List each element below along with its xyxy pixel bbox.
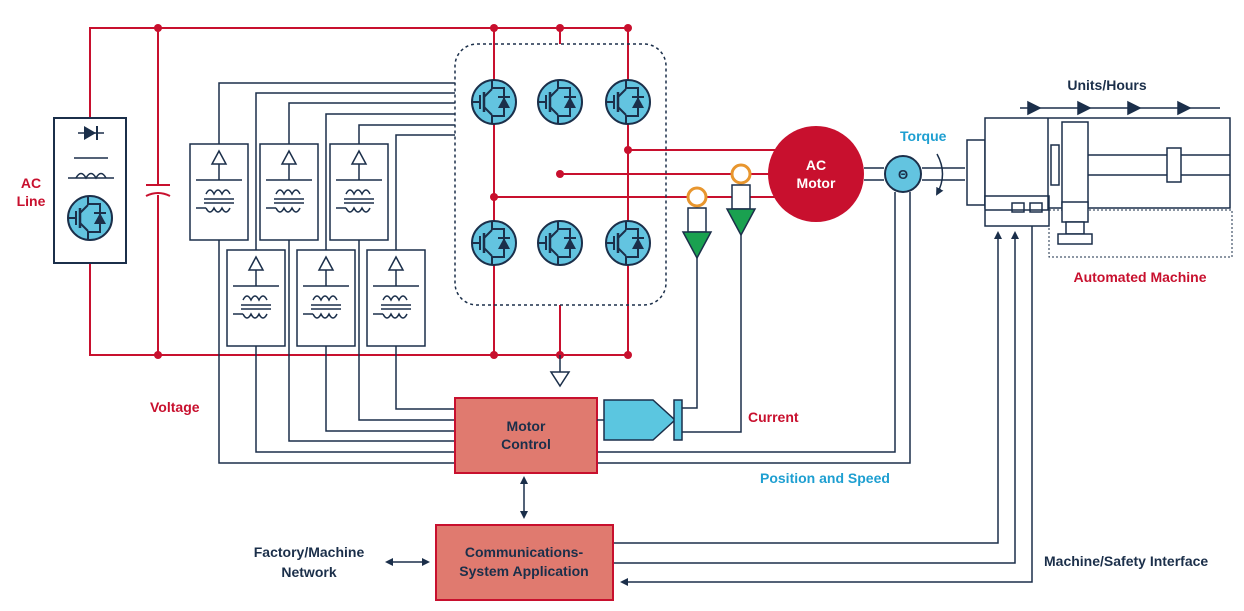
factory-network-label-1: Factory/Machine: [254, 544, 365, 560]
igbt-high-2: [536, 78, 584, 126]
gate-driver-5: [296, 249, 356, 347]
gate-driver-3: [329, 143, 389, 241]
inverter-bridge-boundary: [454, 43, 667, 306]
units-flow-arrows: [1020, 100, 1220, 116]
torque-label: Torque: [900, 128, 947, 144]
ac-motor: AC Motor: [768, 126, 864, 222]
ac-line-rectifier: [53, 117, 127, 264]
encoder: Θ: [864, 153, 965, 196]
gate-driver-2: [259, 143, 319, 241]
igbt-low-2: [536, 219, 584, 267]
communications-block: Communications- System Application: [435, 524, 614, 601]
automated-machine-label: Automated Machine: [1073, 269, 1206, 285]
automated-machine: [966, 117, 1233, 258]
theta-symbol: Θ: [898, 167, 908, 182]
igbt-low-1: [470, 219, 518, 267]
ac-motor-label-1: AC: [806, 157, 826, 173]
machine-safety-wiring: [613, 226, 1033, 586]
gate-driver-4: [226, 249, 286, 347]
gate-driver-6: [366, 249, 426, 347]
current-sensor-1: [681, 186, 713, 260]
voltage-label: Voltage: [150, 399, 200, 415]
ac-line-label-1: AC: [21, 175, 41, 191]
ac-line-label-2: Line: [17, 193, 46, 209]
factory-network-label-2: Network: [281, 564, 336, 580]
adc-converter: [603, 399, 683, 441]
position-speed-wiring: [597, 192, 911, 464]
comms-label-1: Communications-: [465, 544, 584, 560]
current-label: Current: [748, 409, 799, 425]
motor-control-label-2: Control: [501, 436, 551, 452]
gate-driver-1: [189, 143, 249, 241]
comms-label-2: System Application: [459, 563, 588, 579]
machine-safety-label: Machine/Safety Interface: [1044, 553, 1208, 569]
dc-link-capacitor: [145, 184, 171, 197]
igbt-high-3: [604, 78, 652, 126]
motor-control-block: Motor Control: [454, 397, 598, 474]
current-feedback-wiring: [680, 235, 742, 433]
ground-symbol: [549, 355, 571, 388]
motor-control-label-1: Motor: [507, 418, 546, 434]
igbt-high-1: [470, 78, 518, 126]
current-sensor-2: [725, 163, 757, 237]
gate-driver-wiring: [218, 82, 455, 464]
position-speed-label: Position and Speed: [760, 470, 890, 486]
units-hours-label: Units/Hours: [1067, 77, 1147, 93]
igbt-low-3: [604, 219, 652, 267]
ac-motor-label-2: Motor: [797, 175, 836, 191]
